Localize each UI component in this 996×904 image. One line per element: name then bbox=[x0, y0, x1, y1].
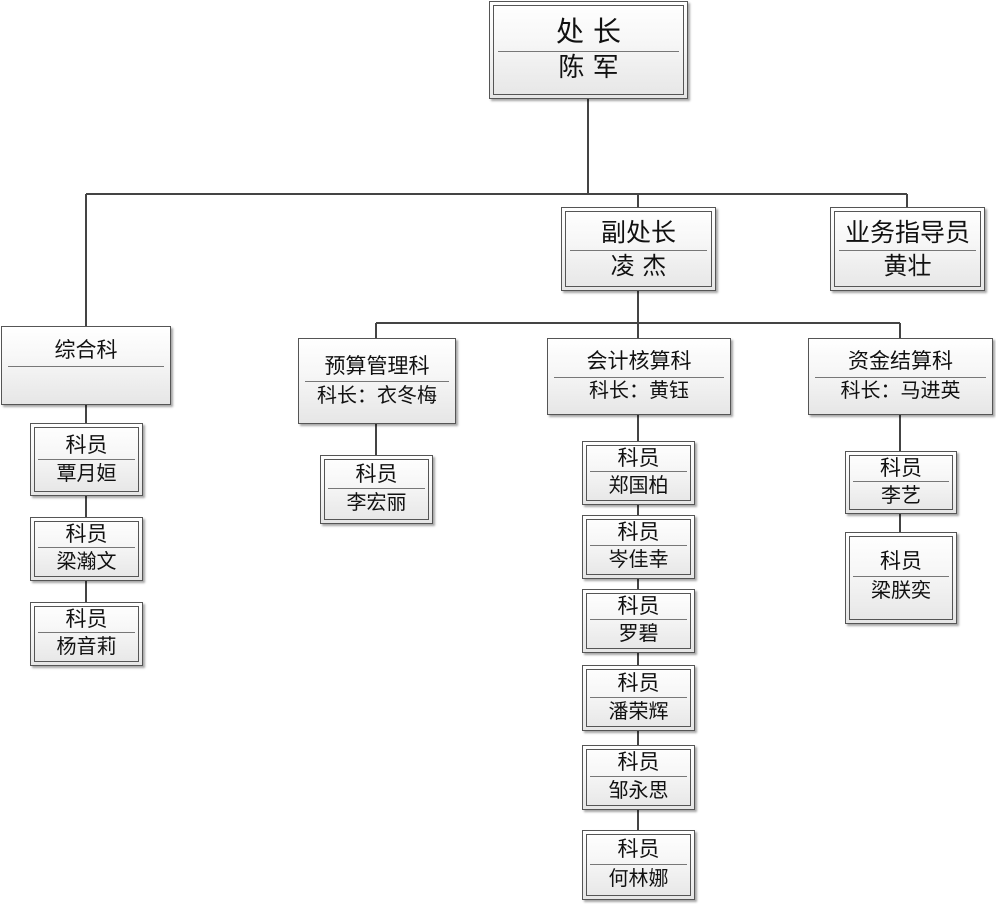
staff-title: 科员 bbox=[617, 520, 660, 544]
staff-name: 罗碧 bbox=[618, 621, 659, 645]
deputy-name: 凌 杰 bbox=[610, 252, 667, 280]
divider bbox=[554, 377, 724, 378]
staff-title: 科员 bbox=[617, 446, 660, 470]
staff-title: 科员 bbox=[617, 594, 660, 618]
staff-name: 梁朕奕 bbox=[871, 578, 931, 602]
staff-box: 科员 梁朕奕 bbox=[845, 532, 957, 624]
staff-name: 梁瀚文 bbox=[56, 549, 117, 573]
dept-kuaiji-head: 科长：黄钰 bbox=[589, 378, 689, 402]
divider bbox=[38, 459, 135, 460]
staff-box: 科员 潘荣辉 bbox=[582, 665, 695, 731]
divider bbox=[853, 481, 949, 482]
staff-box: 科员 邹永思 bbox=[582, 745, 695, 810]
divider bbox=[498, 51, 679, 52]
divider bbox=[570, 250, 707, 251]
chief-box: 处 长 陈 军 bbox=[489, 1, 688, 99]
divider bbox=[853, 576, 949, 577]
guide-box: 业务指导员 黄壮 bbox=[830, 207, 985, 291]
staff-name: 李宏丽 bbox=[346, 490, 407, 514]
staff-name: 潘荣辉 bbox=[608, 699, 669, 723]
staff-title: 科员 bbox=[65, 433, 108, 457]
staff-title: 科员 bbox=[617, 671, 660, 695]
staff-name: 覃月姮 bbox=[56, 461, 117, 485]
dept-kuaiji-box: 会计核算科 科长：黄钰 bbox=[547, 338, 731, 415]
staff-box: 科员 郑国柏 bbox=[582, 441, 695, 505]
dept-yusuan-head: 科长：衣冬梅 bbox=[317, 383, 437, 407]
deputy-box: 副处长 凌 杰 bbox=[561, 207, 716, 291]
staff-title: 科员 bbox=[880, 549, 922, 573]
divider bbox=[590, 776, 687, 777]
staff-name: 郑国柏 bbox=[608, 473, 669, 497]
guide-title: 业务指导员 bbox=[844, 218, 970, 247]
guide-name: 黄壮 bbox=[883, 252, 932, 280]
staff-box: 科员 李艺 bbox=[845, 451, 957, 514]
staff-title: 科员 bbox=[65, 522, 108, 546]
staff-box: 科员 李宏丽 bbox=[320, 455, 433, 524]
dept-yusuan-box: 预算管理科 科长：衣冬梅 bbox=[298, 338, 456, 424]
chief-name: 陈 军 bbox=[558, 53, 619, 83]
dept-zonghe-title: 综合科 bbox=[54, 338, 118, 362]
dept-zijin-head: 科长：马进英 bbox=[840, 378, 961, 402]
staff-name: 杨音莉 bbox=[56, 634, 117, 658]
divider bbox=[839, 250, 976, 251]
divider bbox=[590, 471, 687, 472]
divider bbox=[38, 547, 135, 548]
divider bbox=[590, 545, 687, 546]
staff-box: 科员 罗碧 bbox=[582, 589, 695, 653]
staff-title: 科员 bbox=[617, 750, 660, 774]
divider bbox=[8, 366, 164, 367]
dept-zonghe-box: 综合科 bbox=[1, 326, 171, 405]
staff-title: 科员 bbox=[355, 462, 398, 486]
divider bbox=[815, 377, 986, 378]
staff-title: 科员 bbox=[880, 456, 922, 480]
divider bbox=[328, 488, 425, 489]
dept-zijin-title: 资金结算科 bbox=[848, 349, 953, 373]
divider bbox=[590, 864, 687, 865]
divider bbox=[305, 381, 449, 382]
staff-box: 科员 何林娜 bbox=[582, 830, 695, 900]
staff-box: 科员 岑佳幸 bbox=[582, 515, 695, 579]
staff-name: 何林娜 bbox=[608, 866, 669, 890]
chief-title: 处 长 bbox=[556, 15, 621, 48]
divider bbox=[590, 697, 687, 698]
staff-title: 科员 bbox=[617, 837, 660, 861]
divider bbox=[38, 632, 135, 633]
staff-name: 邹永思 bbox=[608, 778, 669, 802]
deputy-title: 副处长 bbox=[600, 218, 676, 247]
divider bbox=[590, 619, 687, 620]
dept-kuaiji-title: 会计核算科 bbox=[586, 349, 692, 373]
staff-title: 科员 bbox=[65, 607, 108, 631]
staff-box: 科员 覃月姮 bbox=[30, 423, 143, 496]
staff-box: 科员 杨音莉 bbox=[30, 602, 143, 666]
staff-name: 李艺 bbox=[881, 483, 921, 507]
dept-yusuan-title: 预算管理科 bbox=[324, 354, 430, 378]
dept-zijin-box: 资金结算科 科长：马进英 bbox=[808, 338, 993, 415]
staff-box: 科员 梁瀚文 bbox=[30, 517, 143, 581]
staff-name: 岑佳幸 bbox=[608, 547, 669, 571]
